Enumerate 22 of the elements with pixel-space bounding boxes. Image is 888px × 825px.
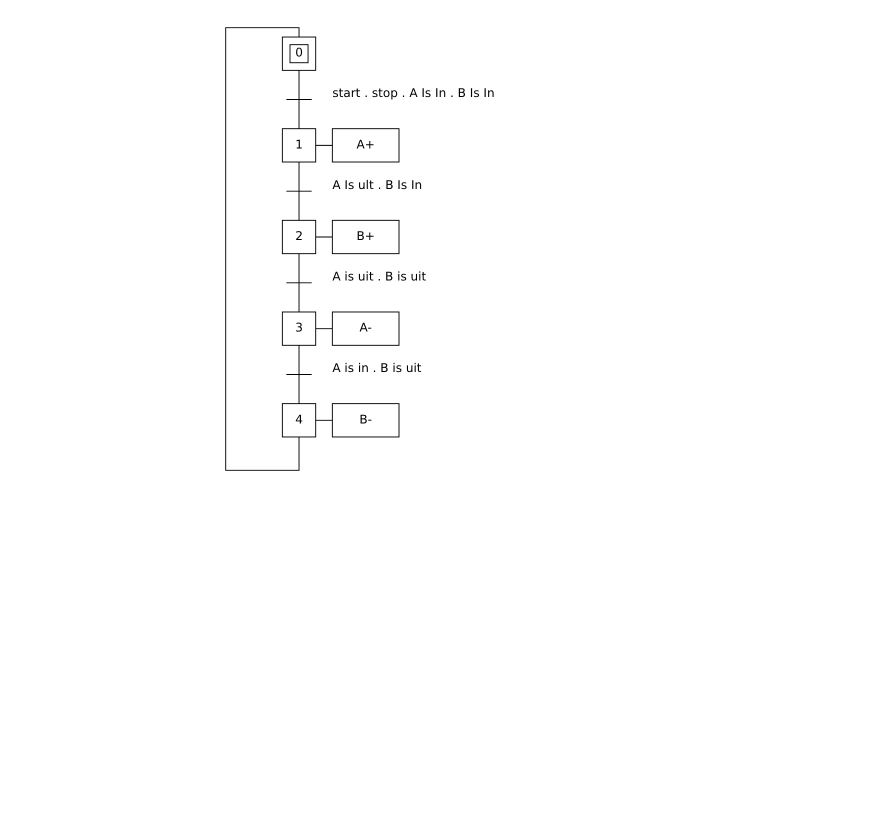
edge-label: start . stop . A Is In . B Is In: [332, 86, 495, 101]
connector: [315, 144, 333, 146]
connector: [286, 344, 312, 404]
connector: [286, 253, 312, 312]
connector: [286, 70, 312, 130]
node-box: 1: [282, 128, 316, 162]
connector: [286, 162, 312, 221]
node-box: A+: [332, 128, 400, 162]
connector: [315, 328, 333, 330]
edge-label: A is in . B is uit: [332, 362, 422, 376]
connector: [315, 420, 333, 421]
edge-label: A is uit . B is uit: [332, 270, 426, 284]
node-box: 0: [282, 36, 316, 71]
node-box: B+: [332, 220, 400, 254]
node-box: 2: [282, 220, 316, 254]
node-box: B-: [332, 403, 400, 438]
node-box: A-: [332, 312, 400, 346]
edge-label: A Is ult . B Is In: [332, 178, 422, 192]
connector: [225, 27, 300, 471]
node-box: 3: [282, 312, 316, 346]
connector: [315, 236, 333, 238]
node-box: 4: [282, 403, 316, 438]
